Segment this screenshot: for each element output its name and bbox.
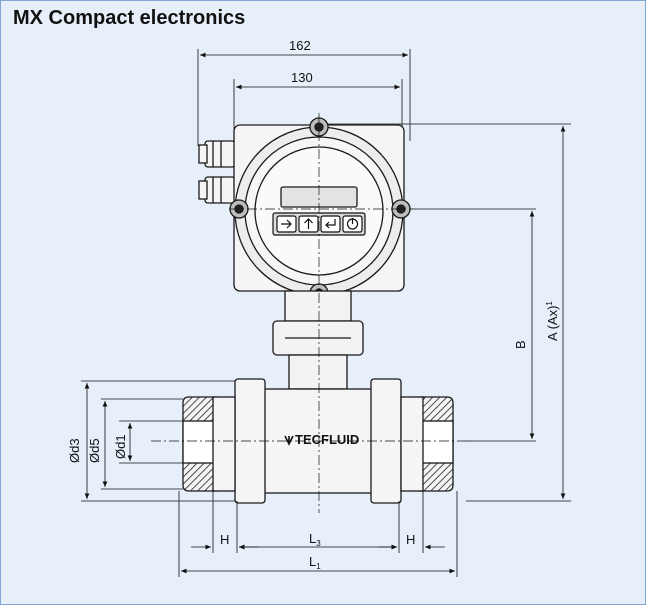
dimension-162-label: 162 [289, 38, 311, 53]
cable-gland-upper [198, 140, 236, 168]
page-title: MX Compact electronics [13, 7, 246, 29]
dimension-b: B [411, 208, 536, 442]
dimension-l1-label: L1 [309, 554, 321, 571]
dimension-l3-label: L3 [309, 531, 321, 548]
dimension-130-label: 130 [291, 70, 313, 85]
power-icon[interactable] [342, 215, 363, 233]
dimension-d1-label: Ød1 [113, 434, 128, 459]
electronics-housing [198, 117, 411, 303]
dimension-h-right-label: H [406, 532, 415, 547]
dimension-d3-label: Ød3 [67, 438, 82, 463]
dimension-a: A (Ax)1 [326, 123, 571, 502]
dimension-b-label: B [513, 340, 528, 349]
dimension-h-right: H [379, 491, 445, 553]
dimension-h-left: H [191, 491, 259, 553]
enter-icon[interactable] [320, 215, 341, 233]
center-lines [151, 113, 471, 513]
dimension-d3: Ød3 [67, 380, 236, 502]
dimension-h-left-label: H [220, 532, 229, 547]
housing-neck [272, 290, 364, 390]
brand-logo: TECFLUID [284, 432, 359, 447]
arrow-right-icon[interactable] [276, 215, 297, 233]
brand-logo-icon [284, 435, 294, 446]
dimension-l3: L3 [236, 501, 400, 553]
brand-text: TECFLUID [295, 432, 359, 447]
dimension-l1: L1 [178, 491, 458, 577]
dimension-a-label: A (Ax)1 [545, 301, 560, 341]
dimension-d5: Ød5 [87, 398, 183, 490]
dimension-162: 162 [197, 38, 411, 146]
dimension-d5-label: Ød5 [87, 438, 102, 463]
cable-gland-lower [198, 176, 236, 204]
arrow-up-icon[interactable] [298, 215, 319, 233]
dimension-130: 130 [233, 70, 403, 141]
dimension-d1: Ød1 [113, 420, 183, 464]
